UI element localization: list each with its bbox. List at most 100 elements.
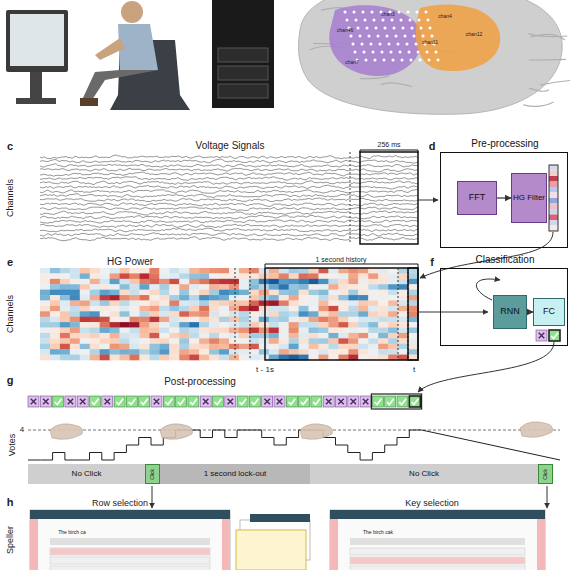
heatmap-cell — [60, 268, 70, 274]
cross-mark — [154, 399, 160, 405]
heatmap-cell — [259, 317, 269, 323]
heatmap-cell — [189, 300, 199, 306]
heatmap-cell — [219, 273, 229, 279]
electrode — [390, 51, 393, 54]
heatmap-cell — [40, 290, 50, 296]
sensory-region — [416, 5, 500, 71]
heatmap-cell — [259, 268, 269, 274]
heatmap-cell — [80, 333, 90, 339]
click-vote — [213, 396, 224, 407]
cabinet-drawer — [218, 66, 268, 80]
heatmap-cell — [169, 306, 179, 312]
heatmap-cell — [299, 273, 309, 279]
heatmap-cell — [40, 306, 50, 312]
annotation: Key selection — [405, 499, 459, 508]
heatmap-cell — [408, 268, 418, 274]
heatmap-cell — [130, 311, 140, 317]
heatmap-cell — [70, 279, 80, 285]
heatmap-cell — [299, 300, 309, 306]
heatmap-cell — [358, 300, 368, 306]
heatmap-cell — [408, 273, 418, 279]
heatmap-cell — [299, 306, 309, 312]
heatmap-cell — [279, 338, 289, 344]
click-vote — [299, 396, 310, 407]
electrode — [346, 19, 349, 22]
heatmap-cell — [70, 338, 80, 344]
click-vote — [549, 330, 560, 341]
heatmap-cell — [279, 333, 289, 339]
heatmap-cell — [60, 290, 70, 296]
check-mark — [178, 399, 185, 405]
heatmap-cell — [338, 273, 348, 279]
heatmap-cell — [130, 349, 140, 355]
annotation: 1 second history — [316, 256, 367, 263]
heatmap-cell — [338, 349, 348, 355]
heatmap-cell — [120, 295, 130, 301]
heatmap-cell — [130, 284, 140, 290]
heatmap-cell — [368, 338, 378, 344]
heatmap-cell — [100, 349, 110, 355]
heatmap-cell — [259, 295, 269, 301]
heatmap-cell — [60, 317, 70, 323]
heatmap-cell — [259, 311, 269, 317]
click-vote — [372, 396, 383, 407]
heatmap-cell — [229, 300, 239, 306]
heatmap-cell — [358, 333, 368, 339]
heatmap-cell — [179, 279, 189, 285]
heatmap-cell — [159, 295, 169, 301]
heatmap-cell — [398, 306, 408, 312]
electrode — [400, 19, 403, 22]
person-shoe — [80, 98, 98, 106]
heatmap-cell — [169, 290, 179, 296]
process-box: HG Filter — [511, 173, 547, 223]
heatmap-cell — [328, 284, 338, 290]
heatmap-cell — [239, 344, 249, 350]
brain-sulcus — [540, 80, 570, 85]
voltage-trace — [40, 228, 418, 232]
heatmap-cell — [149, 300, 159, 306]
heatmap-cell — [80, 273, 90, 279]
heatmap-cell — [309, 311, 319, 317]
heatmap-cell — [179, 322, 189, 328]
heatmap-cell — [388, 338, 398, 344]
heatmap-cell — [209, 344, 219, 350]
heatmap-cell — [279, 322, 289, 328]
monitor — [6, 10, 68, 72]
heatmap-cell — [40, 344, 50, 350]
heatmap-cell — [348, 328, 358, 334]
voltage-trace — [40, 198, 418, 202]
window-dash — [235, 268, 236, 360]
heatmap-cell — [139, 333, 149, 339]
heatmap-cell — [70, 328, 80, 334]
heatmap-cell — [120, 284, 130, 290]
heatmap-cell — [149, 333, 159, 339]
heatmap-cell — [408, 290, 418, 296]
heatmap-cell — [408, 322, 418, 328]
electrode — [425, 11, 428, 14]
heatmap-cell — [388, 268, 398, 274]
heatmap-cell — [398, 338, 408, 344]
feature-cell — [549, 171, 558, 177]
heatmap-cell — [269, 279, 279, 285]
heatmap-cell — [299, 295, 309, 301]
heatmap-cell — [139, 290, 149, 296]
heatmap-cell — [209, 284, 219, 290]
heatmap-cell — [378, 311, 388, 317]
heatmap-cell — [169, 349, 179, 355]
heatmap-cell — [189, 355, 199, 361]
heatmap-cell — [309, 349, 319, 355]
hg-heatmap — [40, 264, 418, 360]
voltage-trace — [40, 207, 418, 210]
heatmap-cell — [229, 306, 239, 312]
box-label: FC — [542, 306, 556, 317]
heatmap-cell — [299, 290, 309, 296]
heatmap-cell — [219, 328, 229, 334]
heatmap-cell — [299, 344, 309, 350]
heatmap-cell — [110, 268, 120, 274]
heatmap-cell — [289, 311, 299, 317]
heatmap-cell — [299, 317, 309, 323]
heatmap-cell — [80, 290, 90, 296]
cross-mark — [43, 399, 49, 405]
heatmap-cell — [319, 300, 329, 306]
